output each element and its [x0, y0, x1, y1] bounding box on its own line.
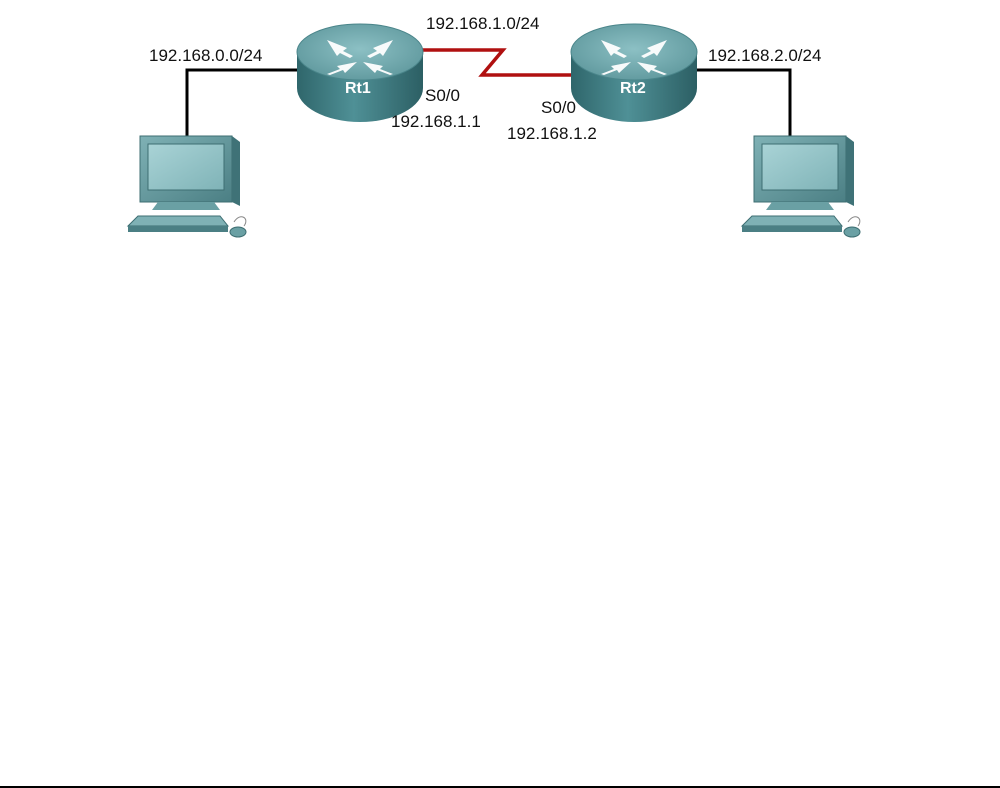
- pc-icon[interactable]: [126, 135, 247, 238]
- right-lan-network-label: 192.168.2.0/24: [708, 46, 822, 65]
- rt1-interface-ip: 192.168.1.1: [391, 112, 481, 131]
- bottom-rule: [0, 786, 1000, 788]
- right-ethernet-link: [690, 68, 792, 140]
- router-icon[interactable]: [296, 23, 424, 122]
- router-icon[interactable]: [570, 23, 698, 122]
- rt2-interface-ip: 192.168.1.2: [507, 124, 597, 143]
- pc-icon[interactable]: [740, 135, 861, 238]
- rt1-interface-label: S0/0: [425, 86, 460, 105]
- router-rt1-label: Rt1: [345, 80, 371, 97]
- left-lan-network-label: 192.168.0.0/24: [149, 46, 263, 65]
- serial-link: [420, 48, 575, 77]
- left-ethernet-link: [185, 68, 300, 140]
- serial-network-label: 192.168.1.0/24: [426, 14, 540, 33]
- rt2-interface-label: S0/0: [541, 98, 576, 117]
- router-rt2-label: Rt2: [620, 80, 646, 97]
